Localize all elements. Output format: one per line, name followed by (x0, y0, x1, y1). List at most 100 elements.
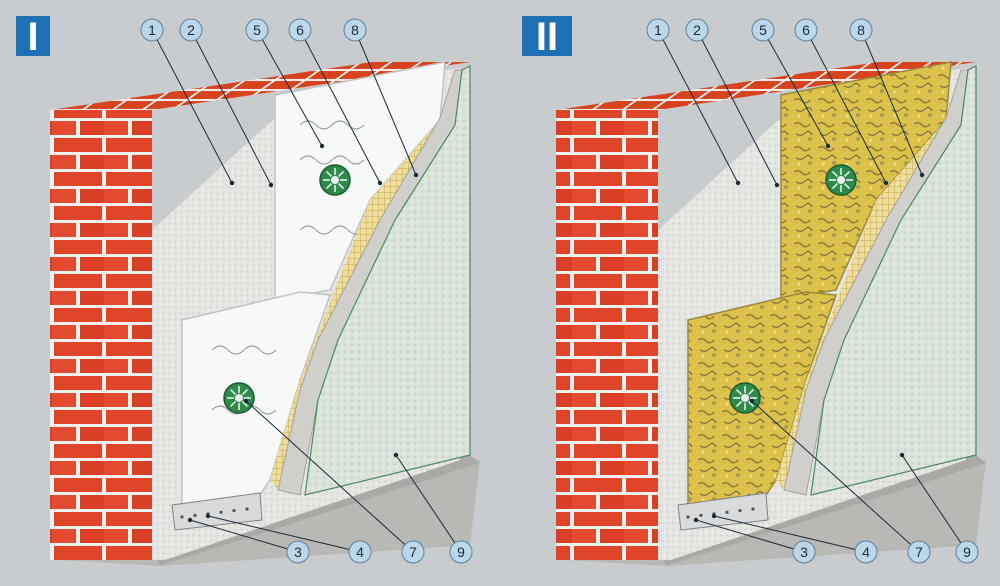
finish-plaster (304, 65, 471, 496)
brick-wall-top (556, 62, 976, 110)
callout-circle (401, 540, 425, 564)
callout-circle (849, 18, 873, 42)
callout-circle (179, 18, 203, 42)
callout-dot (205, 513, 211, 519)
callout-number: 6 (296, 22, 304, 38)
callout-dot (883, 180, 889, 186)
profile-hole (180, 515, 184, 519)
callout-dot (319, 143, 325, 149)
callout-circle (751, 18, 775, 42)
callout-dot (825, 143, 831, 149)
callout-dot (774, 182, 780, 188)
ground-base (60, 460, 480, 566)
callout-dot (899, 452, 905, 458)
callout-number: 8 (857, 22, 865, 38)
callout: 5 (245, 18, 325, 149)
callout-circle (794, 18, 818, 42)
callout-leader (151, 29, 233, 184)
callout-dot (749, 398, 755, 404)
callout-number: 3 (294, 544, 302, 560)
callout-dot (377, 180, 383, 186)
starter-profile (171, 492, 263, 531)
callout-dot (243, 398, 249, 404)
dowel-icon (223, 382, 255, 414)
callout-number: 5 (253, 22, 261, 38)
callout: 2 (179, 18, 274, 188)
callout-number: 9 (457, 544, 465, 560)
callout-number: 2 (693, 22, 701, 38)
callout-leader (657, 29, 739, 184)
callout-dot (413, 172, 419, 178)
callout: 4 (205, 513, 372, 564)
callout-leader (299, 29, 381, 184)
callout: 5 (751, 18, 831, 149)
callout-circle (140, 18, 164, 42)
dowel-icon (319, 164, 351, 196)
callout-circle (646, 18, 670, 42)
callout-number: 6 (802, 22, 810, 38)
callout-leader (695, 519, 805, 553)
callout: 1 (140, 18, 235, 186)
callout: 8 (343, 18, 419, 178)
callout-number: 2 (187, 22, 195, 38)
callout-leader (190, 29, 272, 186)
callout-leader (696, 29, 778, 186)
callout-number: 9 (963, 544, 971, 560)
callout: 9 (899, 452, 979, 564)
foam-texture (299, 120, 365, 130)
callout-leader (860, 29, 923, 176)
callout-circle (854, 540, 878, 564)
callout-dot (735, 180, 741, 186)
callout-dot (711, 513, 717, 519)
callout: 7 (243, 398, 425, 564)
callout-leader (245, 400, 414, 553)
brick-wall-front (556, 110, 658, 560)
callout: 6 (794, 18, 889, 186)
profile-hole (686, 515, 690, 519)
reinforcing-mesh (270, 70, 448, 490)
dowel-icon (825, 164, 857, 196)
callout-leader (256, 29, 323, 147)
brick-wall-front (50, 110, 152, 560)
callout-circle (792, 540, 816, 564)
dowel-icon (729, 382, 761, 414)
callout-leader (762, 29, 829, 147)
callout-number: 8 (351, 22, 359, 38)
callout-circle (955, 540, 979, 564)
callout-dot (268, 182, 274, 188)
callout-dot (393, 452, 399, 458)
callout-circle (343, 18, 367, 42)
ground-base (566, 460, 986, 566)
callout-leader (901, 454, 968, 553)
callout-dot (693, 517, 699, 523)
callout-circle (685, 18, 709, 42)
ground-edge (656, 455, 986, 566)
profile-hole (725, 510, 729, 514)
callout-number: 1 (654, 22, 662, 38)
callout-leader (751, 400, 920, 553)
callout: 3 (693, 517, 816, 564)
callout-dot (919, 172, 925, 178)
callout-leader (189, 519, 299, 553)
callout-dot (187, 517, 193, 523)
foam-texture (211, 345, 277, 355)
finish-plaster (810, 65, 977, 496)
callout-dot (229, 180, 235, 186)
profile-hole (232, 509, 236, 513)
callout: 4 (711, 513, 878, 564)
brick-wall-top (50, 62, 470, 110)
panel-badge (16, 16, 50, 56)
reinforcing-mesh (776, 70, 954, 490)
callout-number: 4 (862, 544, 870, 560)
panel-label: II (536, 15, 558, 59)
callout-circle (449, 540, 473, 564)
panel-badge (522, 16, 572, 56)
callout-leader (354, 29, 417, 176)
callout-circle (288, 18, 312, 42)
callout: 3 (187, 517, 310, 564)
profile-hole (751, 507, 755, 511)
callout: 2 (685, 18, 780, 188)
